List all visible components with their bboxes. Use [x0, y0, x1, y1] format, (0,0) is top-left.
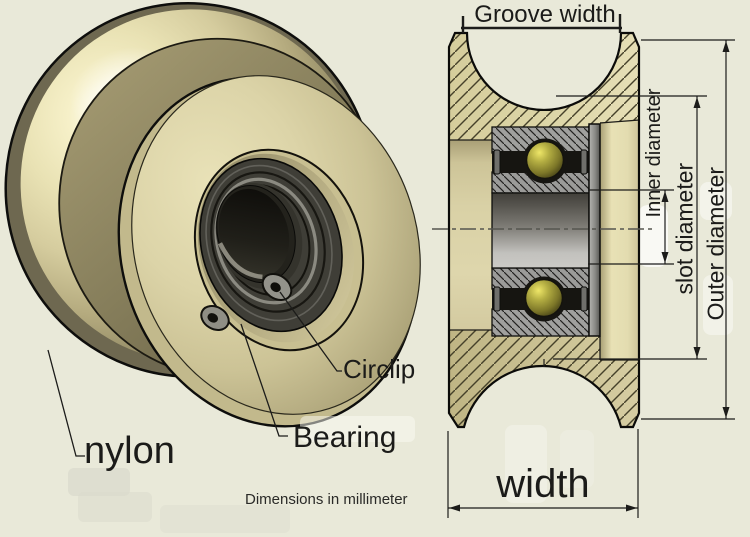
- bearing-ball-bottom: [524, 278, 564, 318]
- label-width: width: [496, 462, 590, 506]
- section-right-slot-face: [600, 122, 639, 360]
- section-left-bore-face: [449, 140, 492, 330]
- bearing-seals: [493, 149, 588, 312]
- section-internal-edges: [449, 119, 640, 361]
- circlip-ear-right: [261, 273, 293, 301]
- dimension-lines: [447, 14, 735, 518]
- dim-width: [447, 429, 639, 518]
- circlip-plate: [588, 123, 601, 337]
- leader-nylon: [47, 349, 85, 457]
- dim-inner-diameter: [588, 189, 674, 265]
- label-units-note: Dimensions in millimeter: [245, 491, 408, 508]
- dim-outer-diameter: [641, 39, 735, 420]
- bearing-section: [491, 123, 601, 337]
- section-hatch-bottom-lines: [449, 330, 639, 427]
- dim-slot-diameter: [543, 95, 707, 367]
- label-circlip: Circlip: [343, 354, 416, 384]
- circlip-ear-left: [200, 305, 230, 331]
- section-body-outline: [447, 31, 641, 429]
- label-groove-width: Groove width: [474, 1, 616, 28]
- label-nylon: nylon: [84, 430, 175, 472]
- label-inner-diameter: Inner diameter: [643, 88, 665, 218]
- section-hatch-top-lines: [449, 33, 639, 140]
- bore-hole-3d: [218, 188, 290, 278]
- label-slot-diameter: slot diameter: [671, 162, 698, 295]
- leader-bearing: [240, 323, 288, 437]
- label-outer-diameter: Outer diameter: [702, 166, 729, 321]
- bearing-ball-top: [525, 140, 565, 180]
- wheel-3d: [4, 2, 421, 428]
- bearing-3d-ring-2: [210, 171, 326, 313]
- circlip-3d-ring: [214, 177, 318, 305]
- bore-inner-highlight: [217, 242, 263, 280]
- leader-lines: [47, 291, 342, 457]
- dim-groove-width: [461, 14, 622, 33]
- section-view: [432, 31, 656, 429]
- label-bearing: Bearing: [293, 421, 397, 454]
- leader-circlip: [279, 291, 342, 372]
- bearing-bore: [491, 192, 590, 269]
- bearing-3d-ring-1: [205, 164, 333, 322]
